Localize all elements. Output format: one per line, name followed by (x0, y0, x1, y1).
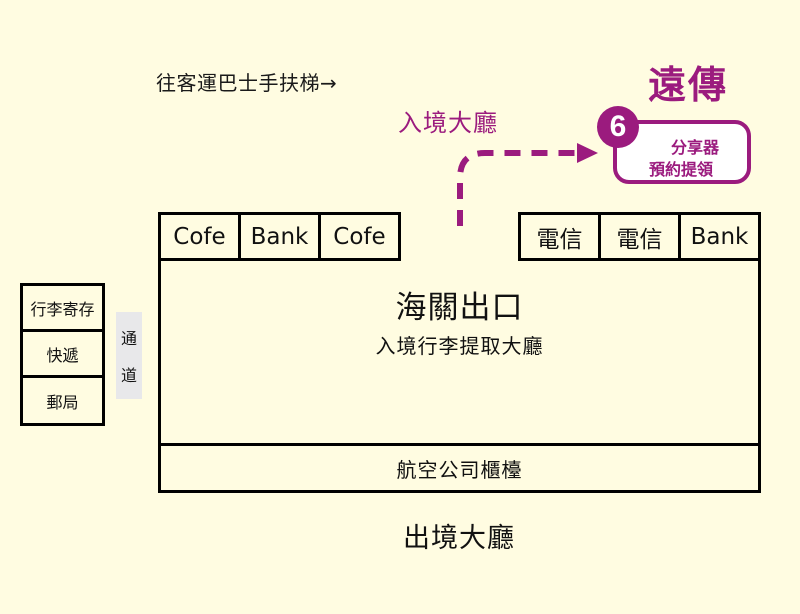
shop-bank[interactable]: Bank (241, 215, 321, 258)
shop-bank[interactable]: Bank (690, 223, 749, 250)
brand-title: 遠傳 (648, 63, 729, 107)
departures-hall-label: 出境大廳 (403, 523, 515, 554)
customs-exit-title: 海關出口 (395, 290, 524, 326)
luggage-storage[interactable]: 行李寄存 (23, 286, 102, 332)
courier[interactable]: 快遞 (23, 332, 102, 378)
passage-char-1: 通 (120, 328, 137, 348)
passageway: 通 道 (116, 312, 142, 399)
airline-counter[interactable]: 航空公司櫃檯 (161, 443, 758, 490)
location-number-badge: 6 (597, 106, 639, 148)
shops-right-row: 電信 電信 Bank (518, 212, 761, 261)
escalator-direction-label: 往客運巴士手扶梯→ (156, 71, 338, 95)
shop-cafe[interactable]: Cofe (333, 223, 386, 250)
promo-line-router: 分享器 (670, 138, 719, 157)
promo-line-pickup: 預約提領 (649, 160, 714, 179)
shop-telecom[interactable]: 電信 (601, 215, 681, 258)
shop-cafe[interactable]: Cofe (161, 215, 241, 258)
arrivals-hall-label: 入境大廳 (398, 109, 498, 137)
route-arrowhead (577, 143, 598, 163)
passage-char-2: 道 (120, 366, 137, 386)
baggage-claim-label: 入境行李提取大廳 (375, 334, 544, 358)
shops-left-row: Cofe Bank Cofe (158, 212, 401, 261)
baggage-claim-hall: 海關出口 入境行李提取大廳 航空公司櫃檯 (158, 258, 761, 493)
services-stack: 行李寄存 快遞 郵局 (20, 283, 105, 426)
post-office[interactable]: 郵局 (46, 392, 79, 412)
shop-telecom[interactable]: 電信 (521, 215, 601, 258)
